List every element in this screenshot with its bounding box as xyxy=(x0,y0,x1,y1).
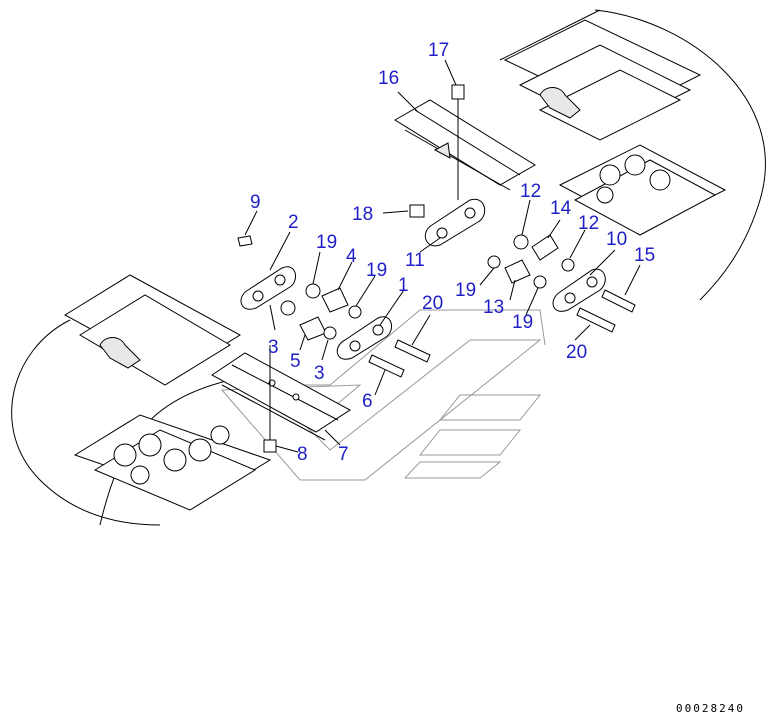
link-1 xyxy=(336,316,393,360)
callout-19-a: 19 xyxy=(316,232,337,253)
callout-7: 7 xyxy=(338,444,349,465)
link-2 xyxy=(240,266,297,310)
callout-3-b: 3 xyxy=(314,363,325,384)
bushing-4 xyxy=(321,287,349,313)
pin-20a xyxy=(394,339,431,363)
leader-lines xyxy=(244,59,641,453)
callout-19-b: 19 xyxy=(366,260,387,281)
callout-9: 9 xyxy=(250,192,261,213)
callout-13: 13 xyxy=(483,297,504,318)
callout-12-top: 12 xyxy=(520,181,541,202)
link-10 xyxy=(552,268,606,312)
callout-12-right: 12 xyxy=(578,213,599,234)
callout-16: 16 xyxy=(378,68,399,89)
seal-3b xyxy=(323,326,337,340)
callout-2: 2 xyxy=(288,212,299,233)
callout-1: 1 xyxy=(398,275,409,296)
bushing-14 xyxy=(531,234,559,261)
callout-8: 8 xyxy=(297,444,308,465)
link-11 xyxy=(424,198,486,247)
callout-20-b: 20 xyxy=(566,342,587,363)
seal-19a xyxy=(305,283,321,299)
upper-shoe-stack xyxy=(503,19,727,236)
callout-17: 17 xyxy=(428,40,449,61)
seal-19d xyxy=(533,275,547,289)
bushing-13 xyxy=(504,259,531,284)
pin-15 xyxy=(601,289,636,313)
callout-4: 4 xyxy=(346,246,357,267)
washer-9 xyxy=(237,235,253,247)
bolt-8 xyxy=(263,345,277,453)
bolt-17 xyxy=(451,84,465,200)
callout-10: 10 xyxy=(606,229,627,250)
seal-19b xyxy=(348,305,362,319)
callout-19-c: 19 xyxy=(455,280,476,301)
seal-12b xyxy=(561,258,575,272)
callout-20-a: 20 xyxy=(422,293,443,314)
shoe-16 xyxy=(394,99,536,191)
callout-11: 11 xyxy=(405,250,425,271)
track-loop-upper xyxy=(499,9,766,301)
bushing-5 xyxy=(299,316,327,341)
callout-14: 14 xyxy=(550,198,572,219)
callouts: 17 16 18 12 14 12 9 2 19 4 19 11 10 15 1… xyxy=(250,40,655,465)
callout-6: 6 xyxy=(362,391,373,412)
drawing-code: 00028240 xyxy=(676,702,745,715)
seal-19c xyxy=(487,255,501,269)
callout-15: 15 xyxy=(634,245,655,266)
nut-18 xyxy=(409,204,425,218)
shoe-7 xyxy=(211,352,351,441)
lower-shoe-stack xyxy=(64,274,272,511)
callout-5: 5 xyxy=(290,351,301,372)
callout-19-d: 19 xyxy=(512,312,533,333)
seal-3a xyxy=(280,300,296,316)
pin-6 xyxy=(368,354,405,378)
callout-18: 18 xyxy=(352,204,373,225)
callout-3-a: 3 xyxy=(268,337,279,358)
seal-12a xyxy=(513,234,529,250)
pin-20b xyxy=(576,307,616,333)
